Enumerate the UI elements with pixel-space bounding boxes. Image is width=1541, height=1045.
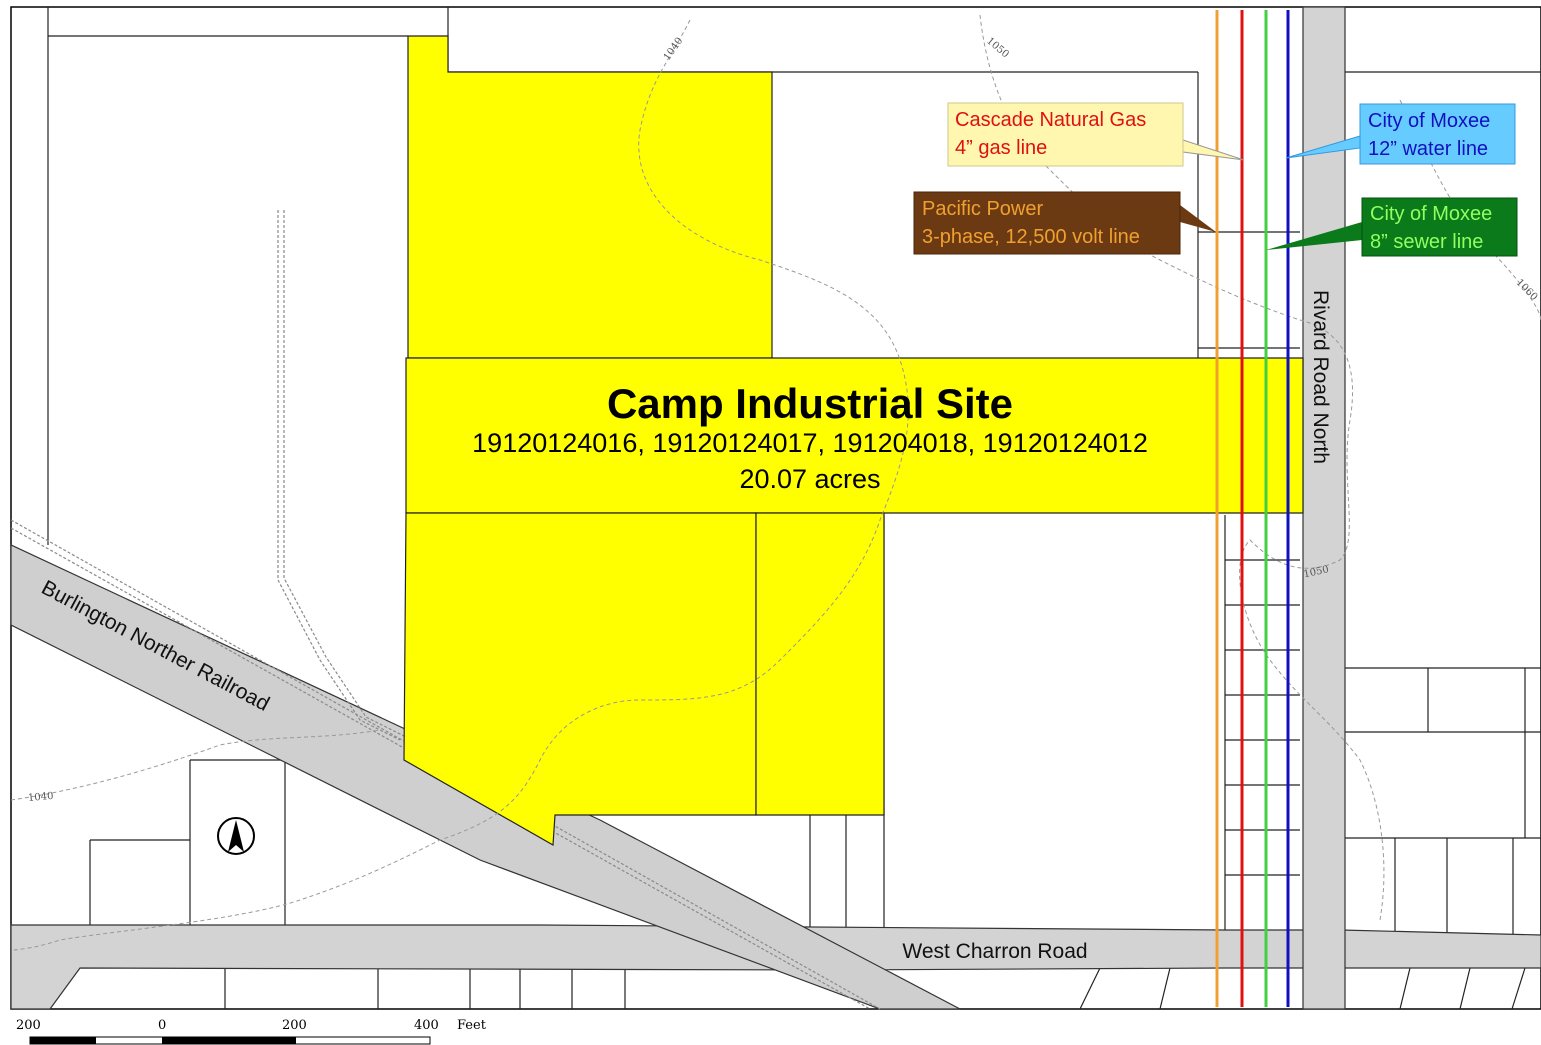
parcel-middle: [405, 357, 1304, 514]
site-parcels: [403, 35, 1304, 846]
gas-label-line2: 4” gas line: [955, 137, 1047, 159]
rivard-road-label: Rivard Road North: [1309, 290, 1332, 464]
parcel-southeast: [755, 512, 885, 816]
water-label-line2: 12” water line: [1368, 138, 1488, 160]
site-acreage: 20.07 acres: [739, 464, 880, 494]
scale-label-200-right: 200: [282, 1018, 307, 1033]
gas-label-line1: Cascade Natural Gas: [955, 109, 1146, 131]
north-arrow-icon: [217, 817, 255, 855]
scale-label-unit: Feet: [457, 1018, 487, 1033]
callout-gas: Cascade Natural Gas 4” gas line: [947, 102, 1245, 167]
charron-road-label: West Charron Road: [902, 940, 1087, 963]
contour-label-1050-right: 1050: [1303, 564, 1330, 580]
sewer-label-line2: 8” sewer line: [1370, 231, 1483, 253]
contour-label-1040-left: 1040: [28, 791, 54, 804]
utility-lines: [1215, 10, 1290, 1007]
scale-label-200-left: 200: [16, 1018, 41, 1033]
callout-water: City of Moxee 12” water line: [1285, 103, 1516, 165]
site-parcel-numbers: 19120124016, 19120124017, 191204018, 191…: [472, 428, 1148, 458]
callout-sewer: City of Moxee 8” sewer line: [1266, 197, 1518, 257]
scale-label-0: 0: [158, 1018, 166, 1033]
power-label-line2: 3-phase, 12,500 volt line: [922, 226, 1140, 248]
rivard-road: [1302, 6, 1346, 1010]
sewer-label-line1: City of Moxee: [1370, 203, 1492, 225]
callout-power: Pacific Power 3-phase, 12,500 volt line: [913, 191, 1216, 255]
power-label-line1: Pacific Power: [922, 198, 1043, 220]
parcel-north: [407, 35, 773, 359]
site-title: Camp Industrial Site: [607, 380, 1013, 427]
scale-bar: 200 0 200 400 Feet: [16, 1018, 487, 1045]
scale-label-400: 400: [414, 1018, 439, 1033]
water-label-line1: City of Moxee: [1368, 110, 1490, 132]
